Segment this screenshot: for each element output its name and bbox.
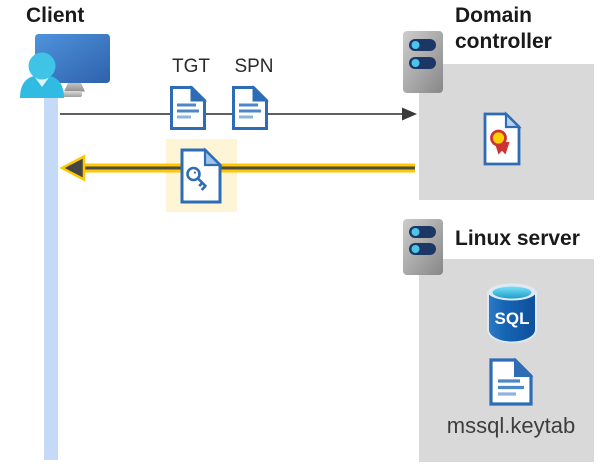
server-icon [403, 219, 443, 275]
domain-controller-title: Domain controller [455, 4, 552, 53]
person-head [28, 52, 56, 80]
server-icon [403, 31, 443, 93]
client-lifeline-bar [44, 88, 58, 460]
spn-label: SPN [234, 56, 274, 77]
response-arrow-icon [59, 154, 415, 182]
key-glyph [186, 166, 208, 191]
monitor-stand-neck [64, 83, 85, 92]
spn-document-icon [232, 85, 269, 130]
linux-server-title: Linux server [455, 227, 580, 250]
keytab-file-label: mssql.keytab [446, 413, 576, 438]
sql-database-icon: SQL [487, 283, 537, 344]
sql-badge-text: SQL [495, 309, 530, 328]
client-title: Client [26, 4, 85, 27]
tgt-document-icon [170, 85, 207, 130]
certificate-icon [483, 111, 522, 166]
request-arrow-icon [60, 107, 417, 121]
keytab-document-icon [489, 357, 534, 406]
client-workstation-icon [20, 34, 110, 98]
award-rosette [490, 129, 507, 147]
tgt-label: TGT [172, 56, 210, 77]
service-ticket-key-icon [180, 147, 223, 204]
